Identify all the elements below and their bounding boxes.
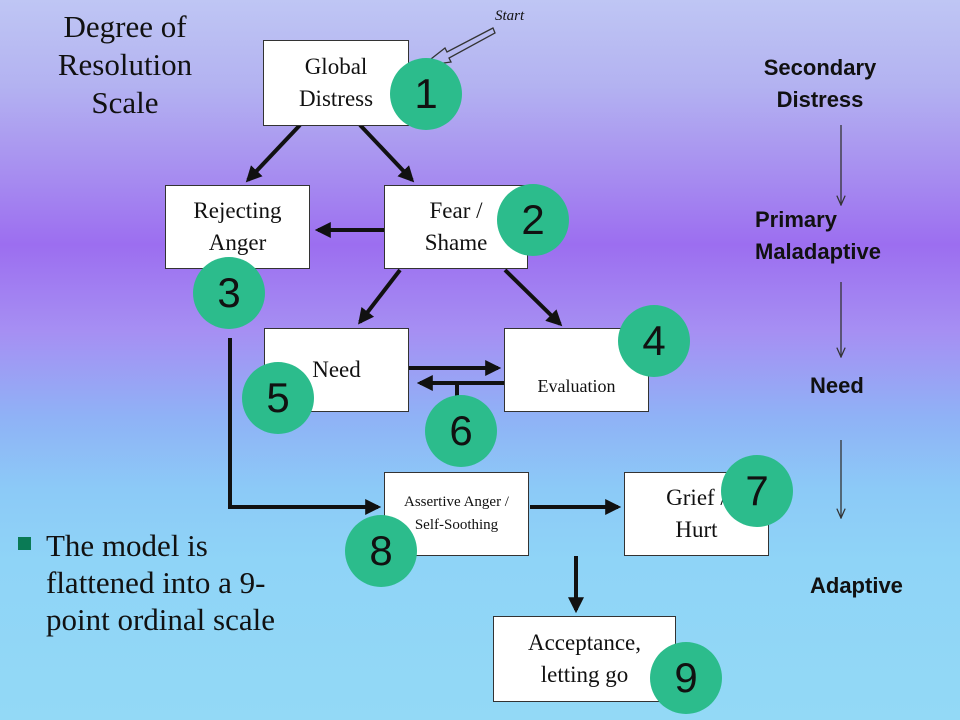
page-title: Degree of Resolution Scale bbox=[57, 9, 193, 120]
arrow-fear-to-evaluation bbox=[503, 268, 563, 327]
scale-primary-maladaptive: Primary Maladaptive bbox=[755, 207, 881, 264]
box-global-distress-label: Global Distress bbox=[298, 54, 374, 111]
box-evaluation-label: Evaluation bbox=[537, 376, 616, 396]
box-acceptance: Acceptance, letting go bbox=[493, 616, 676, 702]
marker-6: 6 bbox=[425, 395, 497, 467]
box-global-distress: Global Distress bbox=[263, 40, 409, 126]
marker-1: 1 bbox=[390, 58, 462, 130]
box-grief-hurt-label: Grief / Hurt bbox=[666, 485, 727, 542]
arrow-global-to-rejecting bbox=[245, 123, 302, 183]
start-label: Start bbox=[495, 8, 525, 24]
scale-need: Need bbox=[810, 373, 864, 398]
marker-8: 8 bbox=[345, 515, 417, 587]
marker-4: 4 bbox=[618, 305, 690, 377]
marker-7: 7 bbox=[721, 455, 793, 527]
bullet-marker bbox=[18, 537, 31, 550]
arrow-fear-to-need bbox=[358, 268, 402, 325]
marker-5: 5 bbox=[242, 362, 314, 434]
marker-2: 2 bbox=[497, 184, 569, 256]
bullet-text: The model is flattened into a 9-point or… bbox=[46, 528, 275, 637]
box-grief-hurt: Grief / Hurt bbox=[624, 472, 769, 556]
arrow-global-to-fear bbox=[358, 123, 415, 183]
box-need-label: Need bbox=[312, 357, 361, 382]
marker-9: 9 bbox=[650, 642, 722, 714]
box-rejecting-anger-label: Rejecting Anger bbox=[193, 198, 282, 255]
scale-secondary-distress: Secondary Distress bbox=[763, 55, 877, 112]
box-acceptance-label: Acceptance, letting go bbox=[527, 630, 641, 687]
box-assertive-anger-label: Assertive Anger / Self-Soothing bbox=[404, 494, 509, 533]
arrow-rejecting-to-assertive bbox=[228, 338, 382, 515]
box-rejecting-anger: Rejecting Anger bbox=[165, 185, 310, 269]
scale-adaptive: Adaptive bbox=[810, 573, 903, 598]
marker-3: 3 bbox=[193, 257, 265, 329]
box-fear-shame-label: Fear / Shame bbox=[424, 198, 488, 255]
